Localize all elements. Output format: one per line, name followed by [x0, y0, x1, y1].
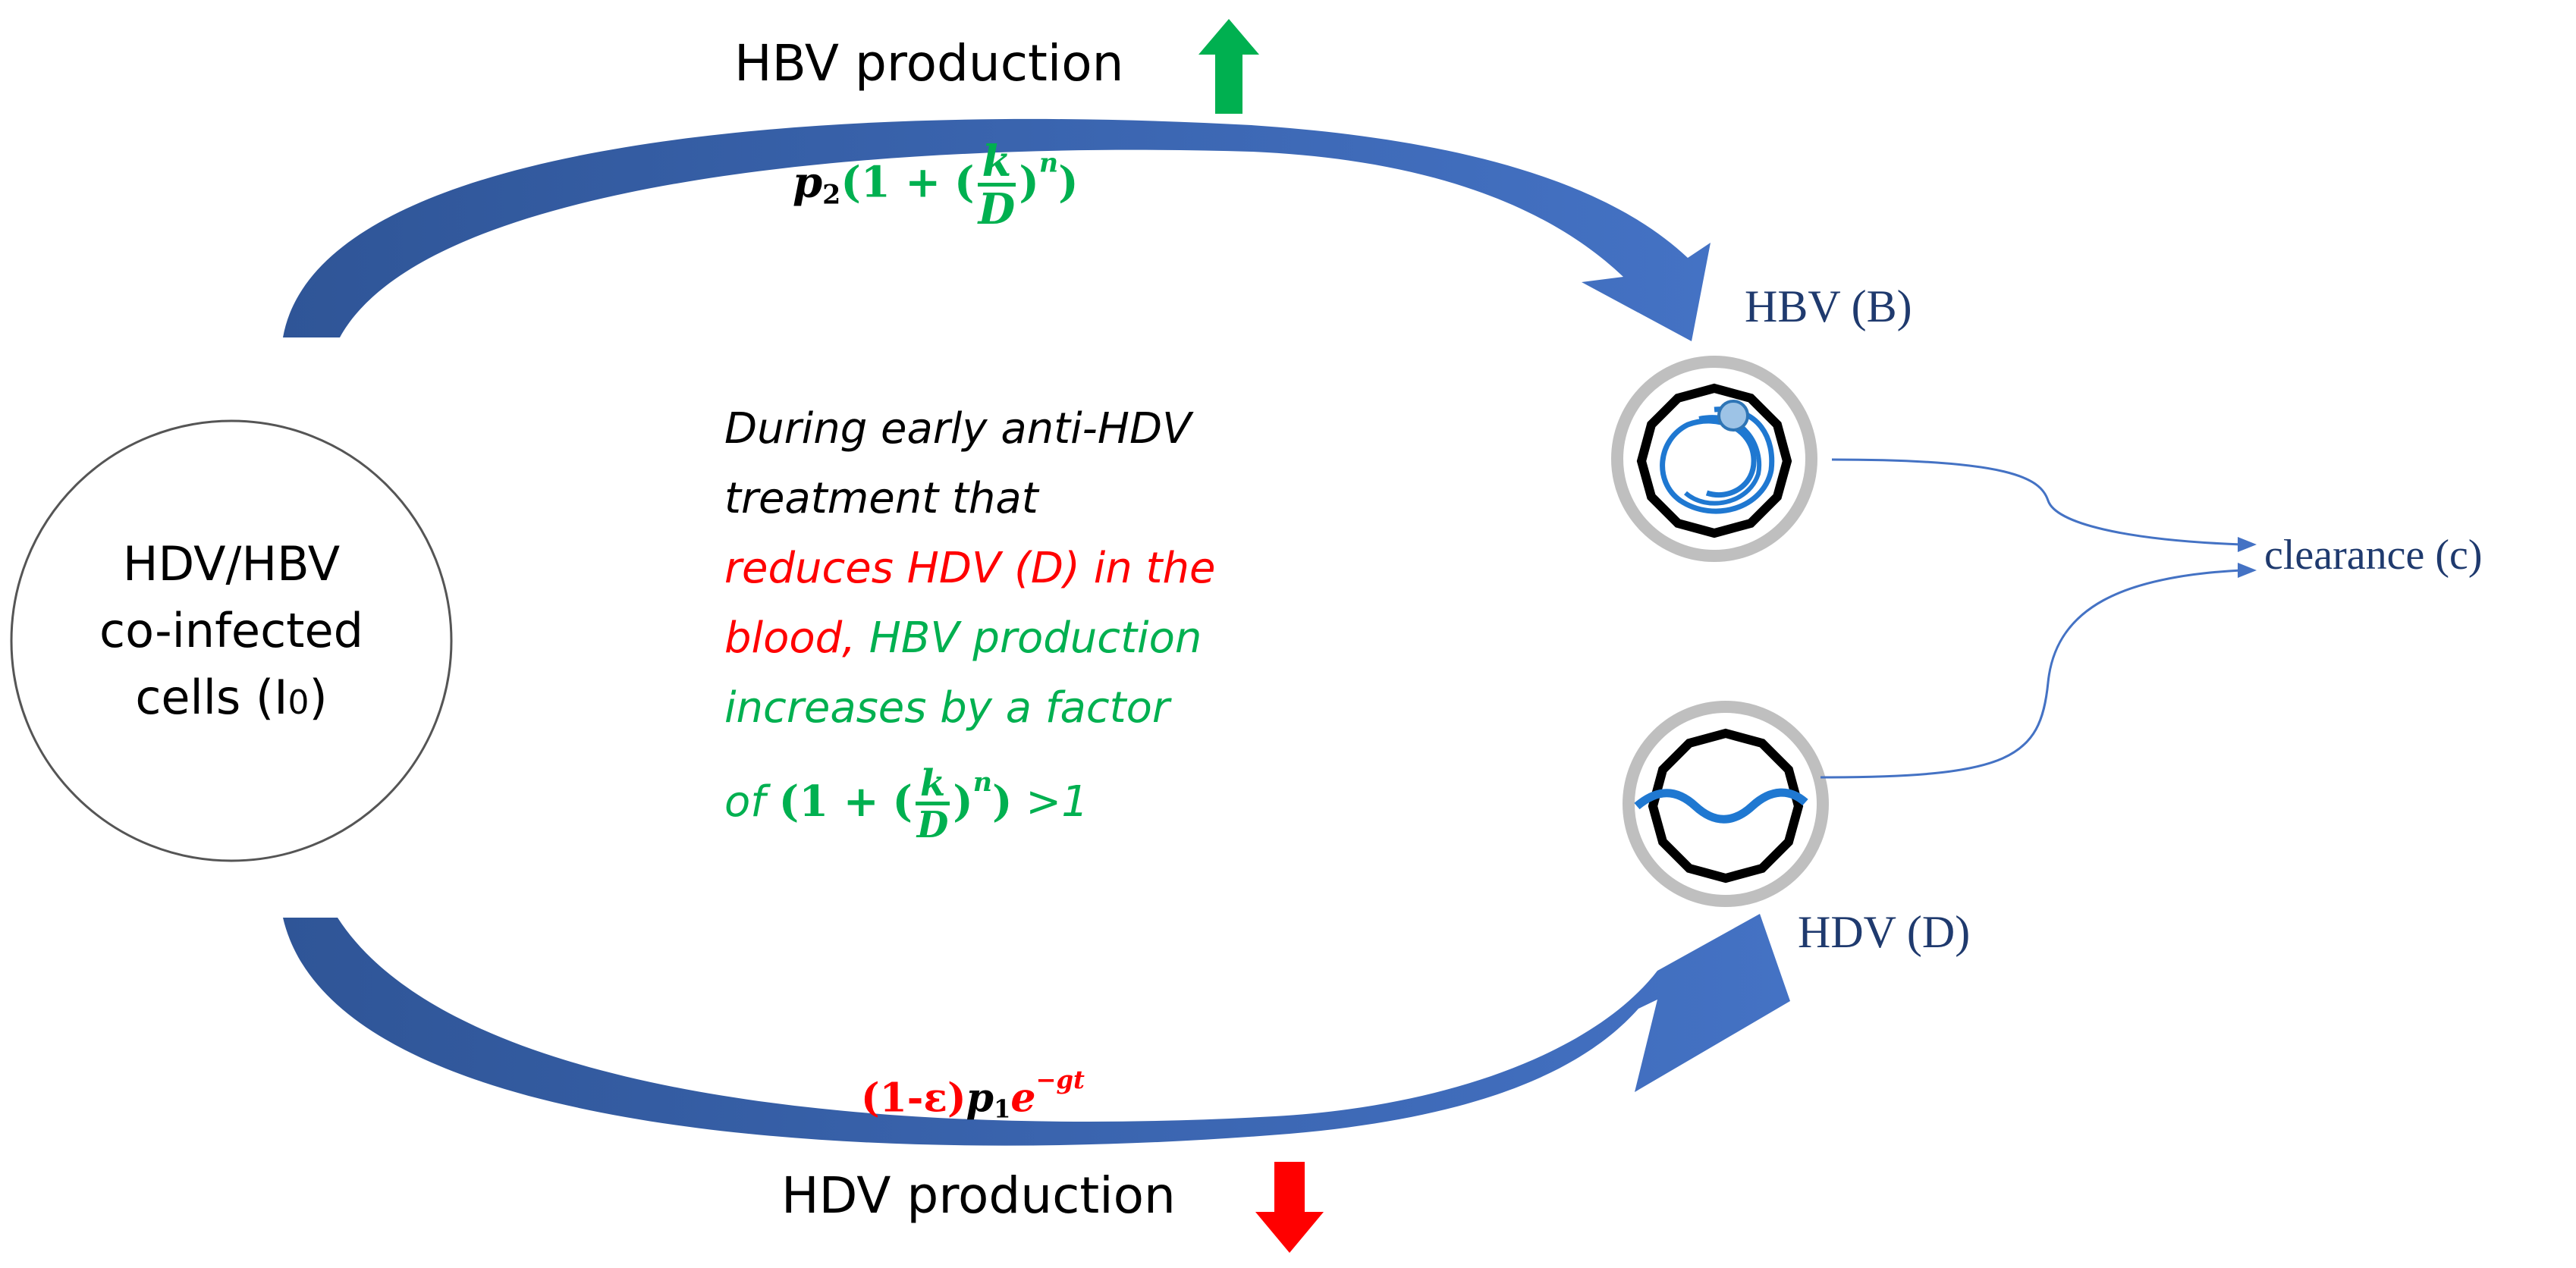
clearance-label: clearance (c) — [2264, 532, 2483, 579]
hdv-production-label: HDV production — [781, 1166, 1176, 1225]
hbv-production-arrow — [283, 118, 1711, 341]
hdv-virion-icon — [1623, 701, 1829, 907]
hbv-virion-icon — [1611, 356, 1817, 562]
hdv-clearance-line — [1820, 569, 2242, 779]
cell-label-line2: co-infected — [99, 603, 363, 658]
clearance-arrowhead-top — [2238, 537, 2257, 552]
cell-label-line3: cells (I0) — [135, 670, 328, 725]
caption-line2: treatment that — [724, 474, 1038, 523]
clearance-arrowhead-bottom — [2238, 563, 2257, 578]
cell-label-line1: HDV/HBV — [122, 536, 341, 592]
coinfected-cell-circle — [10, 419, 453, 862]
caption-line1: During early anti-HDV — [724, 404, 1192, 454]
hdv-production-rate: (1-ε)p1e−gt — [861, 1066, 1085, 1124]
caption-line5: increases by a factor — [724, 683, 1170, 733]
hbv-label: HBV (B) — [1745, 281, 1912, 331]
caption-line3: reduces HDV (D) in the — [724, 544, 1216, 593]
hbv-clearance-line — [1831, 458, 2242, 546]
hdv-label: HDV (D) — [1798, 907, 1971, 957]
decrease-arrow-icon — [1255, 1162, 1324, 1253]
hdv-production-arrow — [283, 914, 1790, 1146]
treatment-caption: During early anti-HDV treatment that red… — [724, 394, 1407, 843]
increase-arrow-icon — [1198, 19, 1259, 114]
coinfected-cell-label: HDV/HBV co-infected cells (I0) — [30, 531, 432, 736]
hbv-production-label: HBV production — [734, 34, 1124, 93]
caption-line4: blood, HBV production — [724, 614, 1202, 663]
